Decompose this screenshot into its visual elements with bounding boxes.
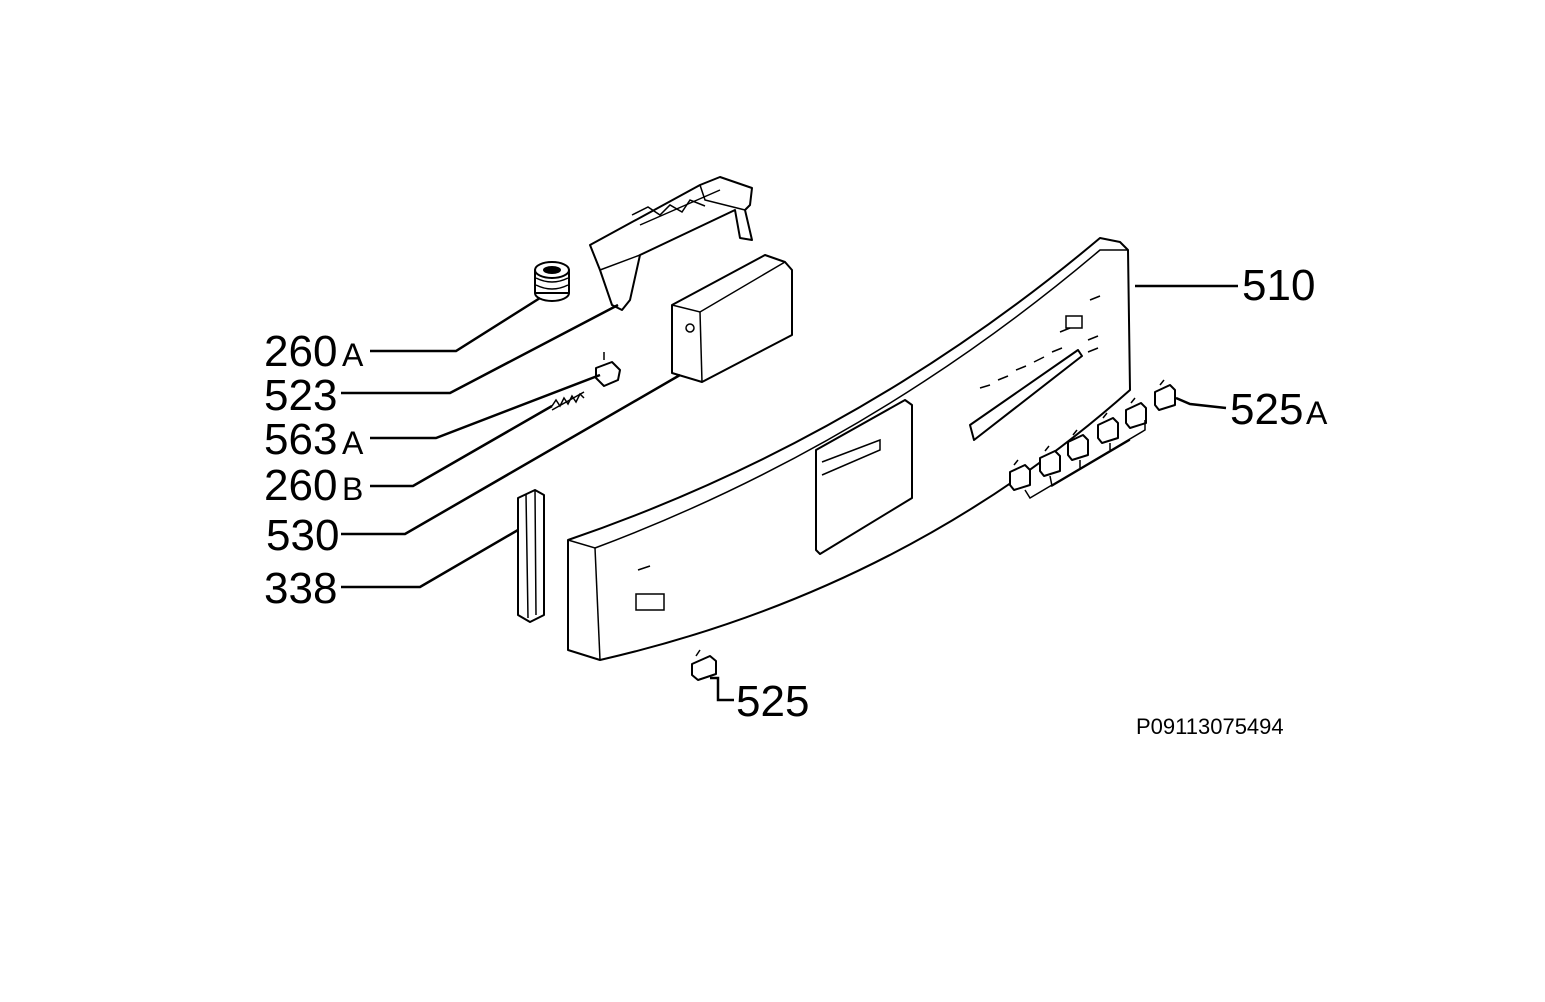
leader-lines <box>341 284 1238 702</box>
label-525a-number: 525 <box>1230 385 1303 434</box>
label-525a-suffix: A <box>1306 395 1328 431</box>
leader-338 <box>341 528 519 589</box>
part-510-control-panel <box>567 237 1131 661</box>
label-338: 338 <box>264 564 337 613</box>
leader-525 <box>710 676 734 702</box>
label-563a-number: 563 <box>264 415 337 464</box>
part-523-bracket <box>589 176 753 311</box>
label-563a-suffix: A <box>342 425 364 461</box>
label-260b-number: 260 <box>264 461 337 510</box>
leader-260b <box>370 404 553 488</box>
leader-530 <box>341 373 681 536</box>
part-338-strip <box>517 489 545 623</box>
part-530-block <box>671 254 793 383</box>
drawing-code: P09113075494 <box>1136 714 1284 739</box>
label-260a-number: 260 <box>264 327 337 376</box>
label-525: 525 <box>736 677 809 726</box>
label-530: 530 <box>266 511 339 560</box>
part-260a-knob <box>534 261 570 302</box>
part-563a-cap <box>595 352 621 387</box>
label-523: 523 <box>264 371 337 420</box>
label-260a-suffix: A <box>342 337 364 373</box>
leader-525a <box>1175 396 1227 410</box>
leader-523 <box>341 303 619 395</box>
leader-260a <box>370 296 541 353</box>
label-260b-suffix: B <box>342 471 363 507</box>
leader-563a <box>370 373 601 440</box>
part-260b-spring <box>551 391 585 411</box>
part-525a-switch-row <box>1009 379 1176 500</box>
part-525-switch <box>691 649 717 681</box>
label-510: 510 <box>1242 261 1315 310</box>
